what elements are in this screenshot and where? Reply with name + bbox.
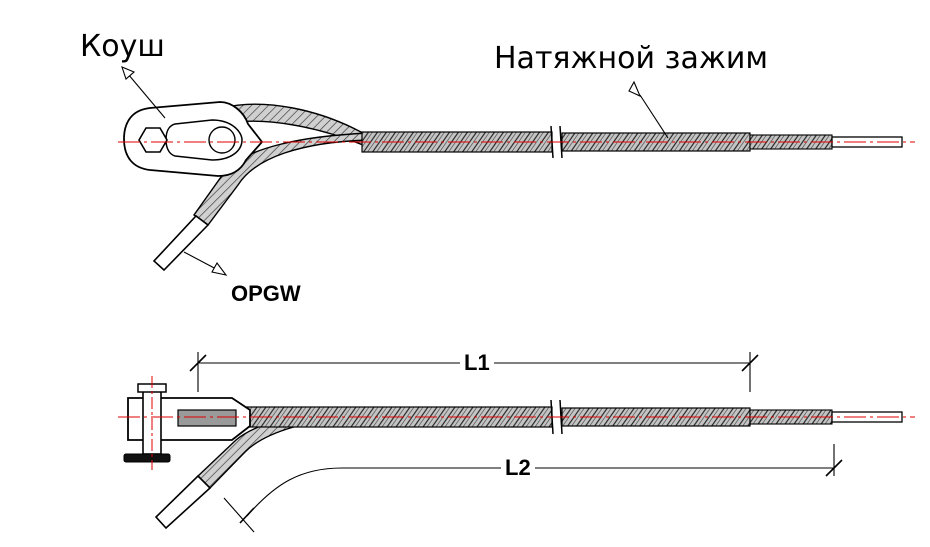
- leader-opgw: [183, 251, 228, 276]
- leader-thimble: [121, 66, 166, 119]
- bottom-nut: [123, 453, 171, 463]
- dimension-l2: [223, 444, 843, 533]
- top-opgw-cable: [152, 214, 210, 272]
- label-l1: L1: [460, 352, 494, 374]
- top-rod-lower-branch: [193, 132, 371, 226]
- top-thimble-eye: [208, 126, 236, 154]
- leader-tension-clamp: [628, 80, 669, 139]
- label-tension-clamp: Натяжной зажим: [494, 41, 768, 76]
- top-view: [118, 66, 915, 276]
- top-hex-nut: [138, 127, 168, 153]
- bottom-clevis-slot: [177, 409, 237, 427]
- bottom-view: [118, 352, 915, 533]
- label-thimble: Коуш: [80, 29, 165, 64]
- label-l2: L2: [501, 457, 535, 479]
- bottom-opgw-cable: [154, 474, 212, 530]
- label-opgw: OPGW: [231, 281, 301, 306]
